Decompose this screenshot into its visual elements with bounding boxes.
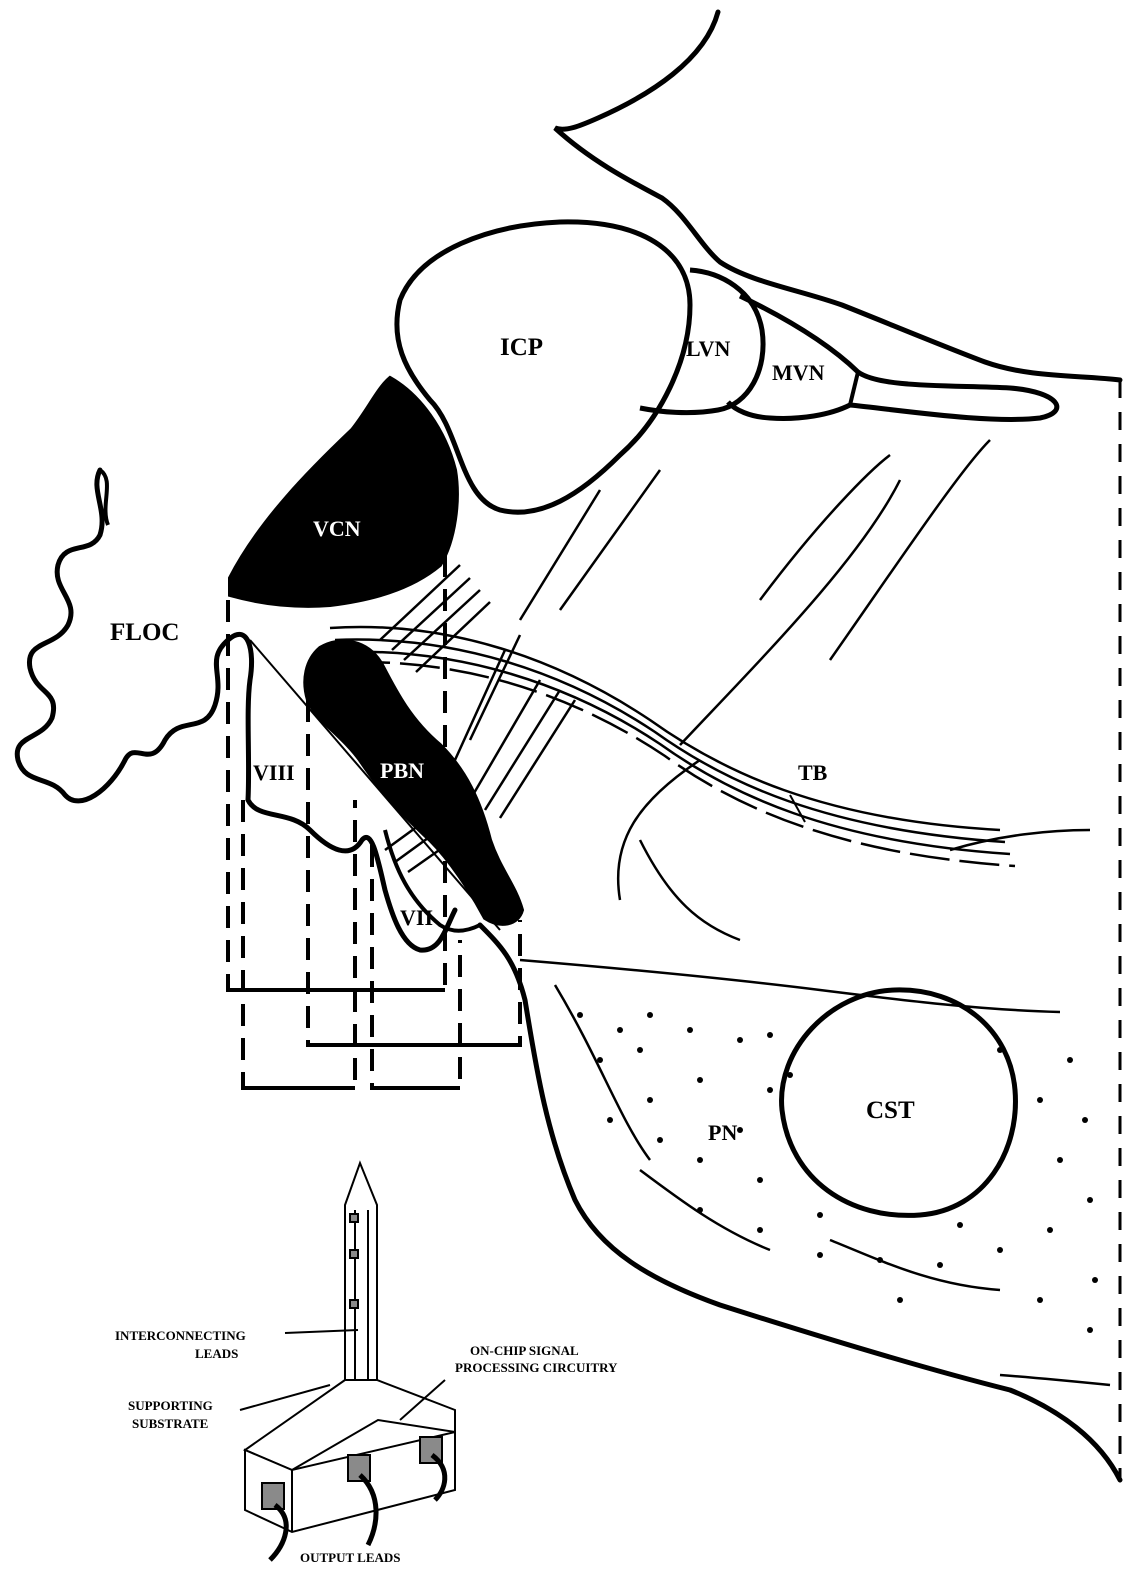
label-vcn: VCN (313, 516, 361, 541)
mvn-boundary (850, 372, 858, 405)
label-viii: VIII (253, 760, 295, 785)
label-pn: PN (708, 1120, 737, 1145)
label-onchip-1: ON-CHIP SIGNAL (470, 1343, 579, 1358)
label-onchip-2: PROCESSING CIRCUITRY (455, 1360, 618, 1375)
label-tb: TB (798, 760, 828, 785)
label-pbn: PBN (380, 758, 424, 783)
label-mvn: MVN (772, 360, 825, 385)
probe-illustration (240, 1163, 455, 1560)
label-lvn: LVN (686, 336, 731, 361)
label-interconnecting-2: LEADS (195, 1346, 238, 1361)
label-supporting-2: SUBSTRATE (132, 1416, 208, 1431)
label-supporting-1: SUPPORTING (128, 1398, 213, 1413)
label-cst: CST (866, 1097, 915, 1124)
label-floc: FLOC (110, 619, 179, 646)
output-pad-1 (262, 1483, 284, 1509)
probe-shank (345, 1163, 377, 1380)
probe-contact-3 (350, 1300, 358, 1308)
brainstem-ventral-outline (480, 925, 1120, 1480)
probe-contact-1 (350, 1214, 358, 1222)
tb-label-pointer (790, 795, 805, 822)
vcn-region (230, 378, 457, 606)
label-icp: ICP (500, 334, 543, 361)
label-interconnecting-1: INTERCONNECTING (115, 1328, 246, 1343)
label-output: OUTPUT LEADS (300, 1550, 401, 1565)
probe-contact-2 (350, 1250, 358, 1258)
mvn-region (728, 296, 1057, 419)
label-vii: VII (400, 905, 433, 930)
